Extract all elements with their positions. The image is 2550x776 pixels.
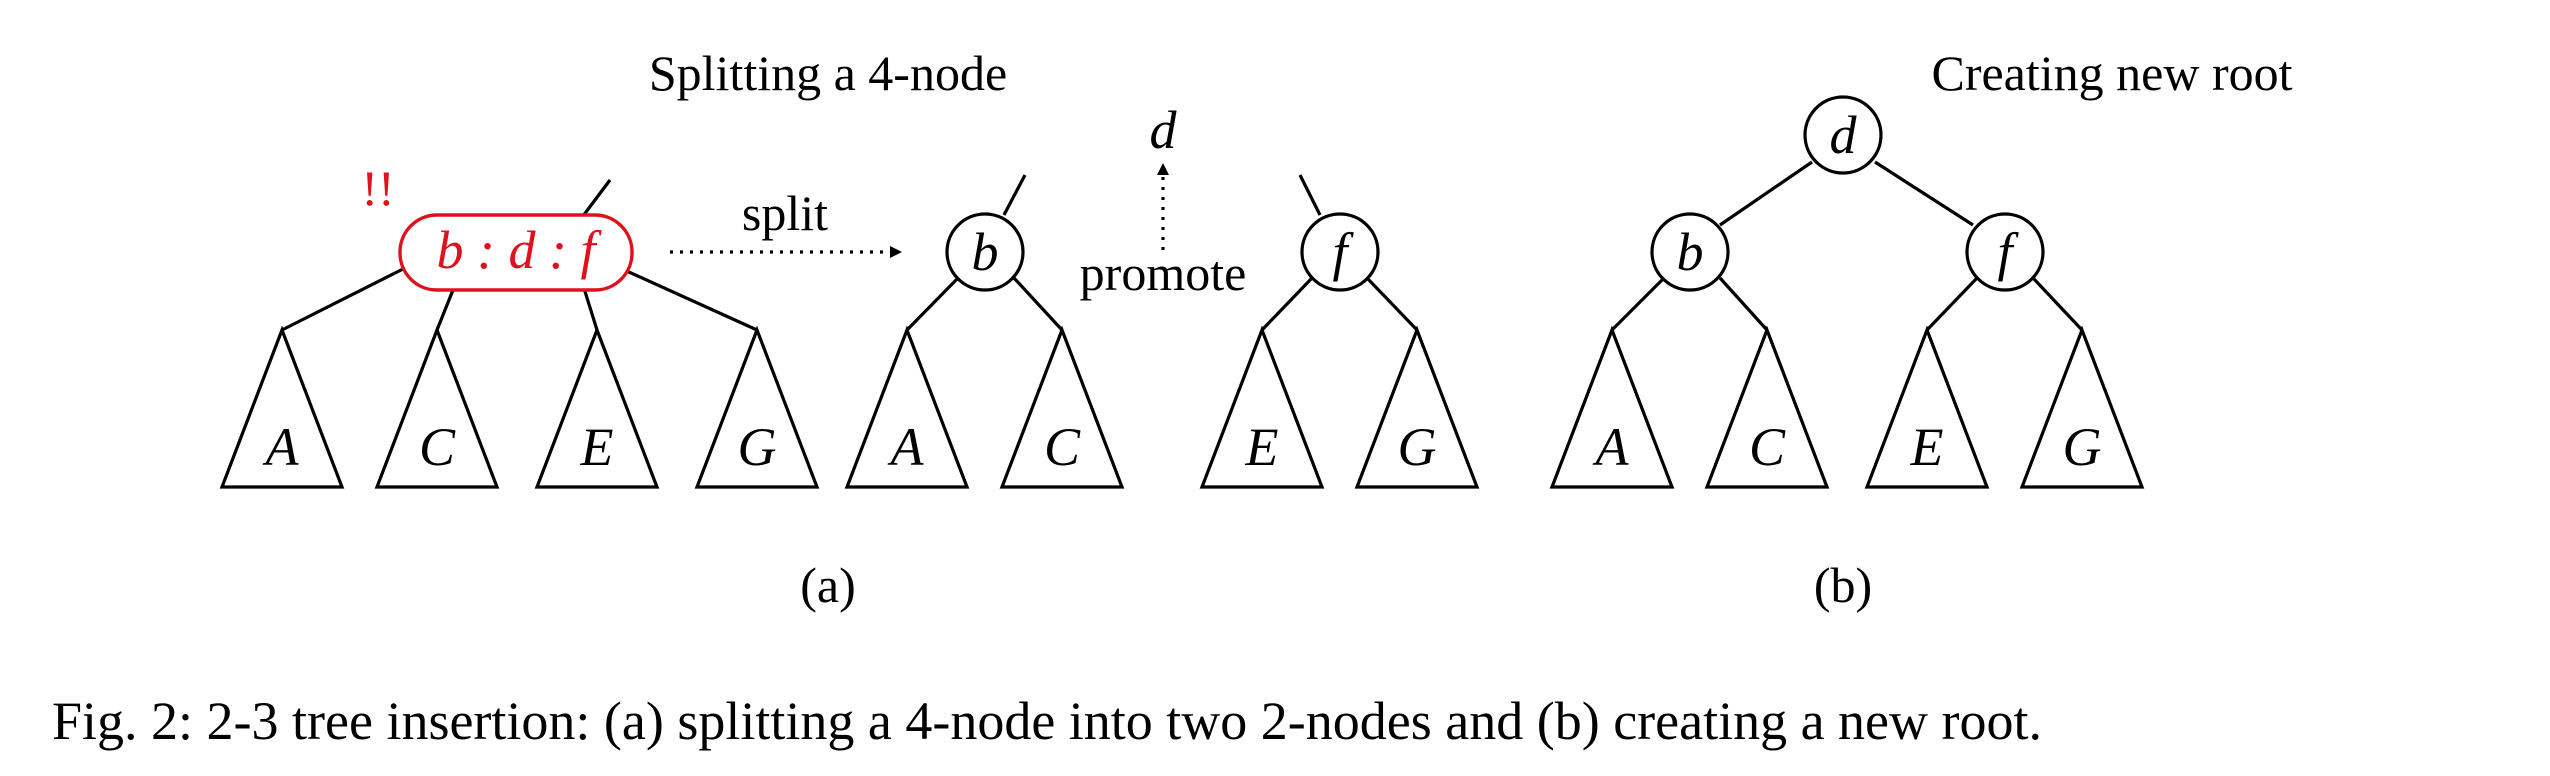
node-f-after-split <box>1300 212 1380 292</box>
four-node-edge-G <box>619 266 758 332</box>
subtree-A-new-label: A <box>1593 417 1630 477</box>
subtree-G-before <box>694 325 820 489</box>
warning-mark: !! <box>361 160 394 216</box>
four-node-edge-C <box>435 284 457 331</box>
promoted-key: d <box>1150 100 1178 160</box>
subtree-C-before-label: C <box>419 417 456 477</box>
panel-a: Splitting a 4-node !! b : d : f A C E G … <box>219 45 1480 613</box>
node-b-after-split-label: b <box>972 222 999 282</box>
subtree-A-after <box>844 325 970 489</box>
subtree-C-new <box>1704 325 1830 489</box>
b-root-edge-C <box>1718 276 1769 332</box>
subtree-E-new <box>1864 325 1990 489</box>
root-child-b-node <box>1650 212 1730 292</box>
new-root-node <box>1803 95 1883 175</box>
four-node-box <box>398 213 634 292</box>
split-label: split <box>742 185 828 241</box>
subtree-E-before <box>534 325 660 489</box>
subtree-E-after-label: E <box>1245 417 1279 477</box>
root-edge-f <box>1874 160 1974 227</box>
new-root-label: d <box>1830 105 1858 165</box>
figure-caption: Fig. 2: 2-3 tree insertion: (a) splittin… <box>52 691 2043 751</box>
subtree-E-new-label: E <box>1910 417 1944 477</box>
subtree-C-before <box>374 325 500 489</box>
subtree-C-after <box>999 325 1125 489</box>
subtree-A-before <box>219 325 345 489</box>
subtree-G-new <box>2019 325 2145 489</box>
four-node-label: b : d : f <box>437 220 603 280</box>
subtree-A-new <box>1549 325 1675 489</box>
node-b-after-split <box>945 212 1025 292</box>
subtree-C-after-label: C <box>1044 417 1081 477</box>
panel-a-sublabel: (a) <box>800 557 856 613</box>
root-child-b-label: b <box>1677 222 1704 282</box>
root-child-f-node <box>1965 212 2045 292</box>
b-edge-C <box>1012 276 1064 332</box>
f-parent-edge <box>1298 174 1322 216</box>
b-root-edge-A <box>1610 276 1666 332</box>
f-root-edge-G <box>2031 276 2084 332</box>
subtree-C-new-label: C <box>1749 417 1786 477</box>
four-node-edge-A <box>281 266 406 332</box>
panel-b-sublabel: (b) <box>1814 557 1872 613</box>
subtree-A-before-label: A <box>263 417 300 477</box>
subtree-G-after <box>1354 325 1480 489</box>
panel-b-title: Creating new root <box>1931 45 2292 101</box>
f-edge-E <box>1260 276 1314 332</box>
promote-label: promote <box>1080 245 1247 301</box>
subtree-E-before-label: E <box>580 417 614 477</box>
subtree-G-after-label: G <box>1398 417 1437 477</box>
panel-b: Creating new root d b f A C E G (b) <box>1549 45 2293 613</box>
subtree-A-after-label: A <box>888 417 925 477</box>
b-parent-edge <box>1002 174 1027 216</box>
root-edge-b <box>1719 160 1813 227</box>
f-root-edge-E <box>1925 276 1979 332</box>
subtree-G-before-label: G <box>738 417 777 477</box>
subtree-G-new-label: G <box>2063 417 2102 477</box>
b-edge-A <box>905 276 960 332</box>
f-edge-G <box>1365 276 1419 332</box>
subtree-E-after <box>1199 325 1325 489</box>
panel-a-title: Splitting a 4-node <box>649 45 1007 101</box>
four-node-edge-E <box>581 284 599 331</box>
